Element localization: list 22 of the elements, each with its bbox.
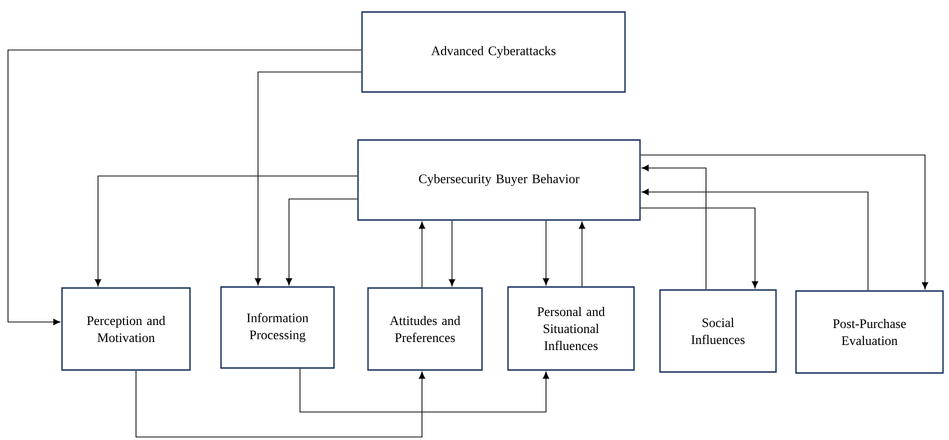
process-box: Information Processing xyxy=(220,286,335,369)
process-box: Advanced Cyberattacks xyxy=(361,11,626,93)
arrow xyxy=(286,198,358,286)
arrow xyxy=(642,188,868,291)
arrow xyxy=(8,50,362,326)
process-box: Cybersecurity Buyer Behavior xyxy=(357,139,641,221)
arrow xyxy=(300,368,550,412)
arrow xyxy=(642,164,706,290)
arrow xyxy=(640,208,758,288)
arrow xyxy=(254,72,362,286)
process-box: Post-Purchase Evaluation xyxy=(795,290,944,374)
process-box: Attitudes and Preferences xyxy=(367,287,483,371)
arrow xyxy=(418,222,426,288)
arrow xyxy=(542,220,550,286)
arrow xyxy=(578,222,586,287)
process-box: Social Influences xyxy=(659,289,777,373)
arrow xyxy=(94,176,358,286)
arrow xyxy=(136,370,426,438)
arrow xyxy=(448,220,456,286)
process-box: Perception and Motivation xyxy=(61,287,191,371)
arrow xyxy=(640,154,928,290)
process-box: Personal and Situational Influences xyxy=(507,286,635,371)
